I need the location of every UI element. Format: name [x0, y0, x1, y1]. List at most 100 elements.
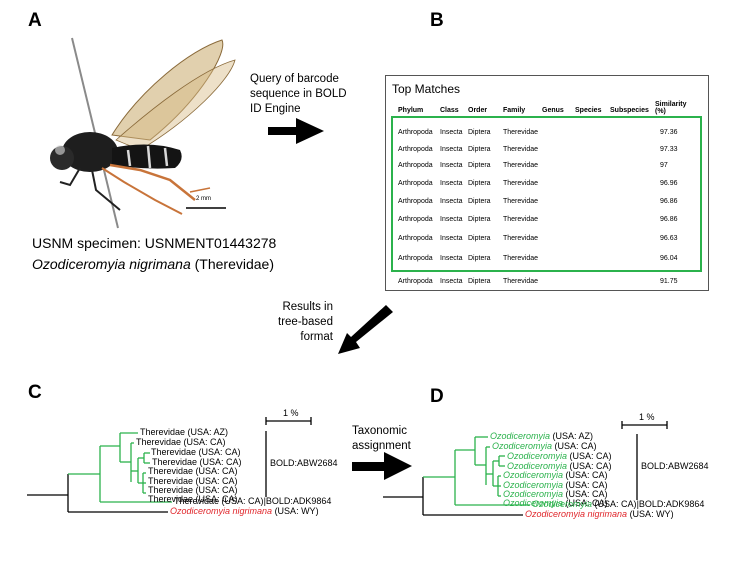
taxonomic-arrow-text: Taxonomic assignment — [352, 424, 411, 454]
outlier-bin: BOLD:ADK9864 — [265, 496, 332, 506]
table-cell: Insecta — [440, 146, 463, 153]
table-cell: Therevidae — [503, 255, 539, 262]
leaf-location: (USA: AZ) — [187, 427, 229, 437]
th-family: Family — [503, 107, 526, 114]
tree-c-scale-label: 1 % — [283, 408, 299, 418]
leaf-taxon: Therevidae — [152, 457, 198, 467]
similarity-cell: 97.36 — [660, 129, 678, 136]
leaf-location: (USA: CA) — [554, 441, 597, 451]
similarity-cell: 96.96 — [660, 180, 678, 187]
tree-leaf-label: Ozodiceromyia (USA: CA) — [503, 470, 608, 480]
th-similarity-l2: (%) — [655, 108, 666, 115]
table-cell: Diptera — [468, 162, 491, 169]
table-cell: Therevidae — [503, 146, 539, 153]
table-cell: Therevidae — [503, 180, 539, 187]
species-family: (Therevidae) — [194, 256, 274, 272]
tree-leaf-label: Therevidae (USA: CA) — [148, 476, 238, 486]
table-cell: Diptera — [468, 235, 491, 242]
table-cell: Therevidae — [503, 216, 539, 223]
similarity-cell: 96.86 — [660, 198, 678, 205]
tree-leaf-label: Ozodiceromyia (USA: CA) — [492, 441, 597, 451]
table-cell: Insecta — [440, 129, 463, 136]
table-cell: Diptera — [468, 255, 491, 262]
panel-label-d: D — [430, 386, 444, 407]
arrow-right-icon — [268, 118, 324, 144]
leaf-location: (USA: AZ) — [552, 431, 594, 441]
similarity-cell: 96.04 — [660, 255, 678, 262]
fly-specimen-image — [50, 37, 236, 229]
leaf-location: (USA: CA) — [199, 457, 242, 467]
tree-outlier-label: Therevidae (USA: CA)|BOLD:ADK9864 — [174, 496, 331, 506]
tree-d-cluster-bin: BOLD:ABW2684 — [641, 461, 709, 471]
specimen-id-caption: USNM specimen: USNMENT01443278 — [32, 235, 277, 251]
th-species: Species — [575, 107, 602, 114]
results-arrow-text: Results in tree-based format — [278, 300, 333, 345]
table-title: Top Matches — [392, 82, 461, 96]
th-class: Class — [440, 107, 459, 114]
leaf-taxon: Therevidae — [136, 437, 182, 447]
species-name: Ozodiceromyia nigrimana — [32, 256, 191, 272]
outlier-bin: BOLD:ADK9864 — [638, 499, 705, 509]
tree-leaf-label: Therevidae (USA: CA) — [148, 494, 238, 504]
th-genus: Genus — [542, 107, 564, 114]
leaf-taxon: Therevidae — [148, 485, 194, 495]
species-caption: Ozodiceromyia nigrimana (Therevidae) — [32, 256, 274, 272]
leaf-location: (USA: CA) — [565, 498, 608, 508]
tree-leaf-label: Ozodiceromyia (USA: CA) — [503, 498, 608, 508]
arrow-taxonomic-icon — [352, 452, 412, 480]
tree-leaf-label: Ozodiceromyia (USA: AZ) — [490, 431, 593, 441]
table-cell: Insecta — [440, 235, 463, 242]
similarity-cell: 97 — [660, 162, 668, 169]
leaf-location: (USA: CA) — [195, 466, 238, 476]
tax-line-1: Taxonomic — [352, 425, 407, 437]
results-line-2: tree-based — [278, 316, 333, 328]
query-arrow-text: Query of barcode sequence in BOLD ID Eng… — [250, 72, 347, 117]
leaf-location: (USA: CA) — [183, 437, 226, 447]
leaf-taxon: Ozodiceromyia — [503, 470, 564, 480]
tax-line-2: assignment — [352, 440, 411, 452]
leaf-location: (USA: CA) — [198, 447, 241, 457]
scale-label-a: 2 mm — [196, 196, 211, 202]
table-cell: Insecta — [440, 198, 463, 205]
table-cell: Diptera — [468, 216, 491, 223]
table-cell: Diptera — [468, 180, 491, 187]
tree-leaf-label: Therevidae (USA: CA) — [136, 437, 226, 447]
leaf-location: (USA: CA) — [195, 476, 238, 486]
tree-leaf-label: Therevidae (USA: CA) — [151, 447, 241, 457]
leaf-location: (USA: CA) — [569, 451, 612, 461]
tree-leaf-label: Ozodiceromyia (USA: CA) — [503, 480, 608, 490]
tree-leaf-label: Therevidae (USA: CA) — [148, 485, 238, 495]
bin-separator: | — [263, 496, 266, 506]
panel-label-b: B — [430, 10, 444, 31]
table-cell: Insecta — [440, 255, 463, 262]
tree-c-cluster-bin: BOLD:ABW2684 — [270, 458, 338, 468]
similarity-cell: 97.33 — [660, 146, 678, 153]
tree-query-label: Ozodiceromyia nigrimana (USA: WY) — [170, 506, 319, 516]
th-order: Order — [468, 107, 488, 114]
panel-label-a: A — [28, 10, 42, 31]
leaf-location: (USA: CA) — [565, 480, 608, 490]
leaf-taxon: Ozodiceromyia — [507, 451, 568, 461]
results-line-1: Results in — [282, 301, 333, 313]
tree-leaf-label: Therevidae (USA: AZ) — [140, 427, 228, 437]
leaf-taxon: Ozodiceromyia — [503, 480, 564, 490]
table-cell: Arthropoda — [398, 198, 433, 205]
table-cell: Arthropoda — [398, 255, 433, 262]
table-cell: Arthropoda — [398, 129, 433, 136]
query-line-2: sequence in BOLD — [250, 88, 347, 100]
table-cell: Insecta — [440, 278, 463, 285]
leaf-taxon: Ozodiceromyia — [492, 441, 553, 451]
outlier-location: (USA: CA) — [594, 499, 637, 509]
tree-leaf-label: Therevidae (USA: CA) — [148, 466, 238, 476]
query-location: (USA: WY) — [629, 509, 674, 519]
table-cell: Insecta — [440, 180, 463, 187]
table-cell: Insecta — [440, 216, 463, 223]
outlier-taxon: Therevidae — [174, 496, 220, 506]
tree-leaf-label: Ozodiceromyia (USA: CA) — [507, 451, 612, 461]
outlier-taxon: Ozodiceromyia — [532, 499, 593, 509]
table-cell: Diptera — [468, 278, 491, 285]
th-subspecies: Subspecies — [610, 107, 649, 114]
table-cell: Arthropoda — [398, 162, 433, 169]
tree-d-scale-label: 1 % — [639, 412, 655, 422]
leaf-location: (USA: CA) — [565, 489, 608, 499]
